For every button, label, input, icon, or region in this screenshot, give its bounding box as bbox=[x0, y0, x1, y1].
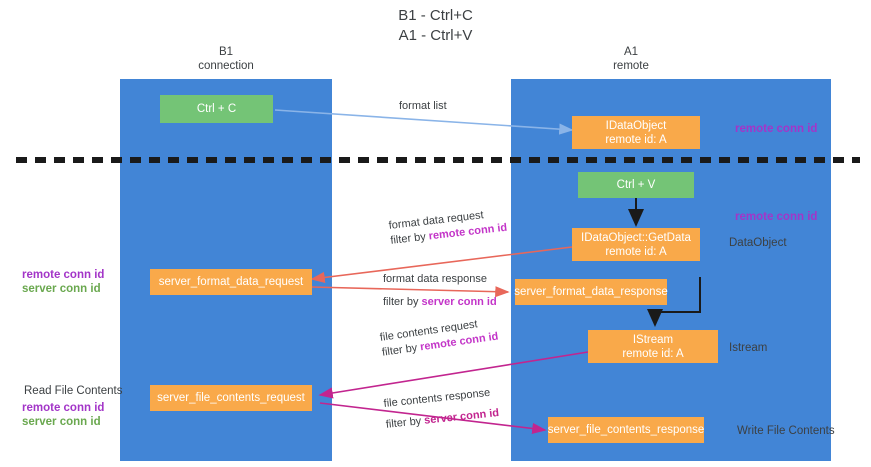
lane-header-b1-name: B1 bbox=[218, 46, 234, 58]
lane-header-b1-subtitle: connection bbox=[198, 60, 254, 72]
box-idataobject-getdata-line-1: IDataObject::GetData bbox=[581, 231, 691, 244]
box-server-file-contents-response-label: server_file_contents_response bbox=[547, 424, 705, 436]
annotation-istream: Istream bbox=[729, 342, 768, 354]
page-title: B1 - Ctrl+C A1 - Ctrl+V bbox=[0, 6, 871, 46]
lane-header-b1: B1 connection bbox=[146, 45, 306, 73]
annotation-read-file-contents: Read File Contents bbox=[24, 385, 123, 397]
annotation-remote-conn-id-mid: remote conn id bbox=[735, 211, 818, 223]
box-istream[interactable]: IStream remote id: A bbox=[588, 330, 718, 363]
annotation-left-server-conn-id-1: server conn id bbox=[22, 283, 101, 295]
box-server-format-data-request[interactable]: server_format_data_request bbox=[150, 269, 312, 295]
box-server-file-contents-response[interactable]: server_file_contents_response bbox=[548, 417, 704, 443]
filter-prefix: filter by bbox=[381, 341, 422, 359]
box-istream-line-2: remote id: A bbox=[622, 347, 684, 360]
lane-header-a1: A1 remote bbox=[551, 45, 711, 73]
edge-label-format-list-text: format list bbox=[399, 100, 447, 112]
filter-key: server conn id bbox=[423, 406, 500, 427]
annotation-left-remote-conn-id-2: remote conn id bbox=[22, 402, 105, 414]
box-ctrl-c[interactable]: Ctrl + C bbox=[160, 95, 273, 123]
edge-label-file-contents-response: file contents response filter by server … bbox=[383, 385, 500, 433]
title-line-2: A1 - Ctrl+V bbox=[398, 27, 473, 44]
box-server-file-contents-request[interactable]: server_file_contents_request bbox=[150, 385, 312, 411]
filter-prefix: filter by bbox=[383, 296, 422, 308]
edge-label-format-data-response-filter: filter by server conn id bbox=[383, 295, 497, 310]
edge-label-format-list: format list bbox=[399, 99, 447, 114]
box-ctrl-v-label: Ctrl + V bbox=[616, 179, 656, 191]
box-server-format-data-response[interactable]: server_format_data_response bbox=[514, 279, 668, 305]
filter-key: server conn id bbox=[421, 296, 497, 308]
box-server-format-data-response-label: server_format_data_response bbox=[514, 286, 668, 298]
box-idataobject-getdata-line-2: remote id: A bbox=[605, 245, 667, 258]
annotation-left-remote-conn-id-1: remote conn id bbox=[22, 269, 105, 281]
lane-header-a1-subtitle: remote bbox=[613, 60, 649, 72]
annotation-write-file-contents: Write File Contents bbox=[737, 425, 835, 437]
filter-prefix: filter by bbox=[389, 230, 430, 247]
box-idataobject[interactable]: IDataObject remote id: A bbox=[572, 116, 700, 149]
edge-label-format-data-response-text: format data response bbox=[383, 273, 487, 285]
filter-prefix: filter by bbox=[385, 414, 425, 431]
box-ctrl-v[interactable]: Ctrl + V bbox=[578, 172, 694, 198]
box-istream-line-1: IStream bbox=[632, 333, 674, 346]
edge-label-file-contents-request: file contents request filter by remote c… bbox=[379, 315, 499, 361]
edge-label-format-data-response: format data response filter by server co… bbox=[383, 272, 497, 310]
box-idataobject-line-2: remote id: A bbox=[605, 133, 667, 146]
edge-label-format-data-request: format data request filter by remote con… bbox=[388, 206, 508, 249]
lane-header-a1-name: A1 bbox=[623, 46, 639, 58]
annotation-dataobject: DataObject bbox=[729, 237, 787, 249]
box-idataobject-getdata[interactable]: IDataObject::GetData remote id: A bbox=[572, 228, 700, 261]
box-server-file-contents-request-label: server_file_contents_request bbox=[157, 392, 305, 404]
annotation-left-server-conn-id-2: server conn id bbox=[22, 416, 101, 428]
box-ctrl-c-label: Ctrl + C bbox=[196, 103, 237, 115]
box-server-format-data-request-label: server_format_data_request bbox=[158, 276, 304, 288]
annotation-remote-conn-id-top: remote conn id bbox=[735, 123, 818, 135]
title-line-1: B1 - Ctrl+C bbox=[398, 7, 473, 24]
box-idataobject-line-1: IDataObject bbox=[605, 119, 667, 132]
